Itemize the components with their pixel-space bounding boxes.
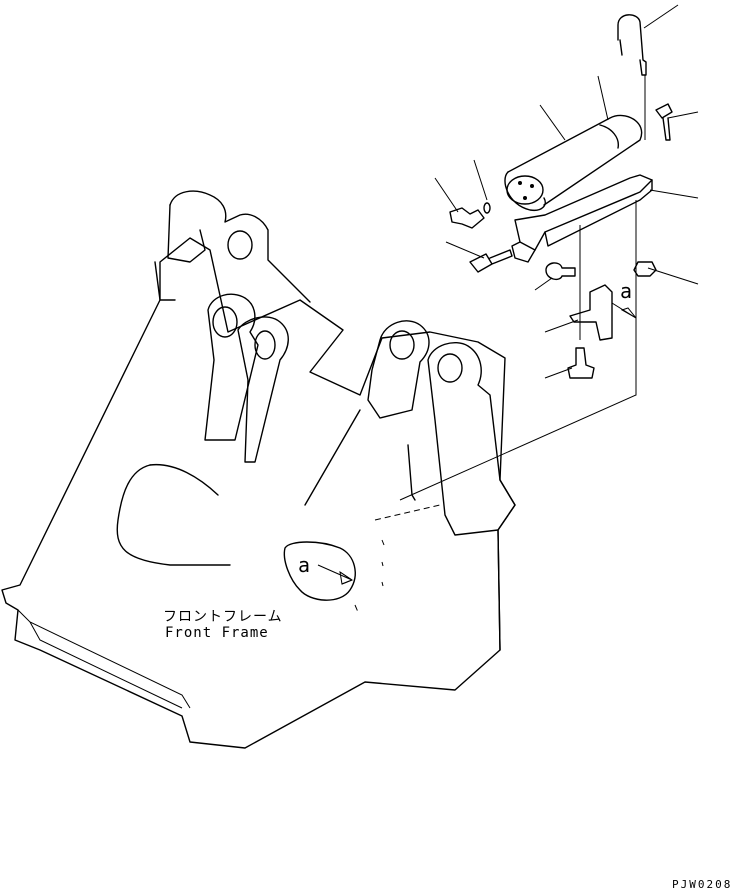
accumulator-cylinder [507, 114, 643, 206]
frame-label-en: Front Frame [165, 625, 269, 641]
drawing-code: PJW0208 [672, 878, 732, 891]
bolt-bottom [567, 347, 595, 379]
bolt-left [469, 249, 513, 273]
accumulator-assembly [399, 14, 673, 501]
bolt-top [655, 103, 673, 141]
mounting-bracket [514, 174, 653, 251]
clamp-bracket [569, 284, 613, 341]
leader-lines [434, 4, 699, 379]
view-marker-frame: a [298, 553, 310, 577]
frame-label-jp: フロントフレーム [163, 609, 283, 625]
u-bolt [617, 14, 647, 76]
bolt-middle [545, 262, 576, 281]
view-marker-top: a [620, 279, 632, 303]
arrow-icon [317, 564, 353, 585]
front-frame [1, 190, 516, 749]
elbow-fitting [449, 207, 485, 229]
nut-right [633, 261, 657, 277]
